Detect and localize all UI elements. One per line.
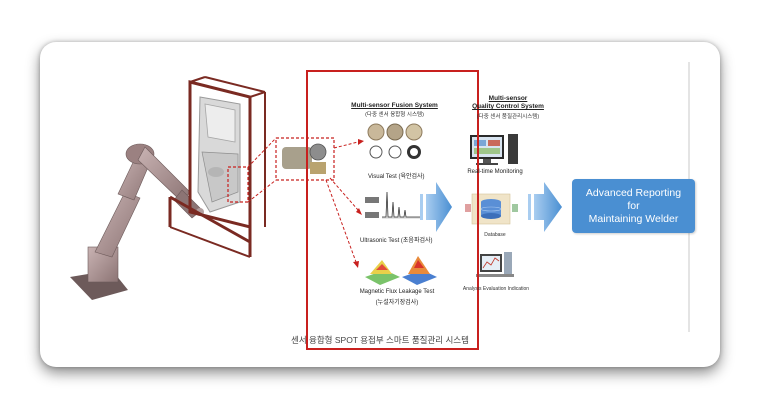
visual-test-label: Visual Test (육안검사)	[368, 174, 425, 180]
monitor-icon	[470, 134, 518, 165]
visual-test-images	[367, 123, 423, 159]
ultrasonic-waveform	[365, 191, 420, 219]
report-line-2: for	[627, 199, 640, 212]
flow-arrow-2	[528, 182, 562, 232]
qc-title-line2: Quality Control System	[472, 103, 544, 110]
fusion-title: Multi-sensor Fusion System	[351, 102, 438, 109]
inspection-zone-marker	[227, 166, 249, 203]
qc-subtitle: (다중 센서 품질관리시스템)	[476, 114, 540, 120]
welding-robot	[70, 143, 204, 300]
sensor-tool	[282, 143, 327, 174]
fusion-subtitle: (다중 센서 융합형 시스템)	[365, 112, 424, 118]
report-line-1: Advanced Reporting	[585, 186, 682, 199]
analysis-workstation-icon	[476, 252, 514, 277]
ultrasonic-test-label: Ultrasonic Test (초음파검사)	[360, 238, 433, 244]
report-line-3: Maintaining Welder	[588, 212, 679, 225]
analysis-label: Analysis Evaluation Indication	[462, 286, 530, 292]
flow-arrow-1	[420, 182, 452, 232]
diagram-card: Multi-sensor Fusion System (다중 센서 융합형 시스…	[40, 42, 720, 367]
fusion-system-box	[306, 70, 479, 350]
advanced-reporting-box: Advanced Reporting for Maintaining Welde…	[572, 179, 695, 233]
qc-title-line1: Multi-sensor	[488, 95, 528, 102]
car-door-fixture	[168, 76, 266, 258]
magnetic-flux-plots	[365, 256, 437, 285]
database-label: Database	[484, 232, 506, 238]
monitoring-label: Real-time Monitoring	[467, 169, 523, 175]
diagram-graphics	[70, 76, 562, 300]
magnetic-test-label-2: (누설자기장검사)	[375, 300, 419, 306]
figure-caption: 센서 융합형 SPOT 용접부 스마트 품질관리 시스템	[291, 335, 469, 345]
magnetic-test-label-1: Magnetic Flux Leakage Test	[359, 289, 435, 295]
